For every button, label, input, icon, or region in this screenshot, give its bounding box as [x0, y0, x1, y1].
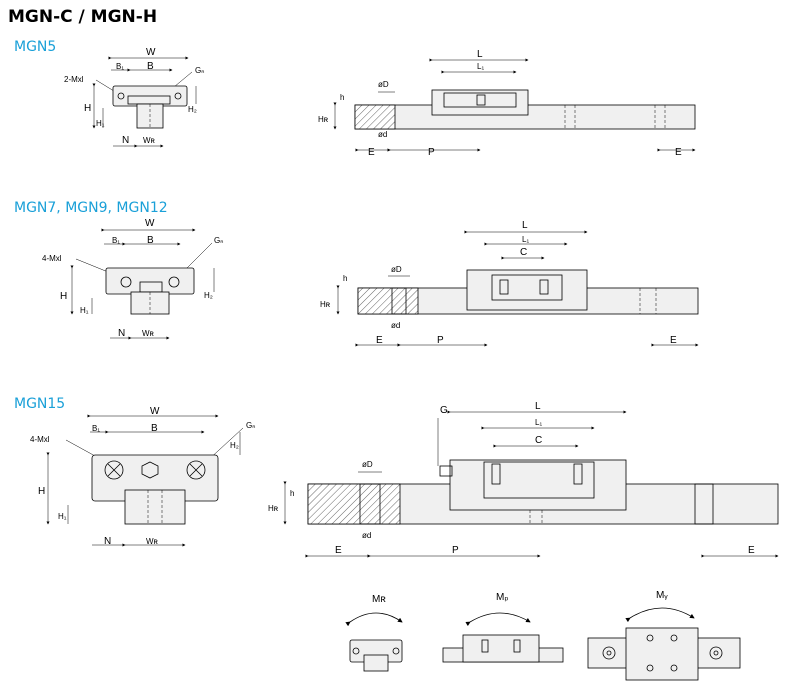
label-e-right: E	[670, 335, 677, 346]
label-d-large: øD	[391, 265, 402, 274]
label-mr: Mʀ	[372, 594, 386, 605]
mgn15-side-view: L L₁ C G øD ød Hʀ h E P E	[268, 401, 779, 558]
label-w: W	[150, 406, 160, 417]
label-e-right: E	[748, 545, 755, 556]
label-hr: Hʀ	[268, 504, 279, 513]
label-gn: Gₙ	[246, 421, 255, 430]
label-d-large: øD	[362, 460, 373, 469]
page-title: MGN-C / MGN-H	[8, 7, 157, 27]
mgn5-front-view: W B₁ B Gₙ 2-Mxl H H₁ H₂ N Wʀ	[64, 47, 204, 148]
mgn7-front-view: W B₁ B Gₙ 4-Mxl H H₁ H₂ N Wʀ	[42, 218, 223, 340]
label-n: N	[122, 135, 129, 146]
label-b: B	[147, 61, 154, 72]
label-c: C	[520, 247, 527, 258]
label-h: H	[84, 103, 91, 114]
label-my: Mᵧ	[656, 590, 668, 601]
label-c: C	[535, 435, 542, 446]
label-h1: H₁	[96, 119, 105, 128]
label-e-right: E	[675, 147, 682, 158]
label-b1: B₁	[92, 424, 100, 433]
label-hr: Hʀ	[318, 115, 329, 124]
label-h: H	[38, 486, 45, 497]
label-p: P	[437, 335, 444, 346]
label-gn: Gₙ	[195, 66, 204, 75]
moment-mp-figure: Mₚ	[442, 592, 564, 663]
label-4-mxl: 4-Mxl	[30, 435, 50, 444]
label-h-small: h	[343, 274, 347, 283]
label-b: B	[151, 423, 158, 434]
section-title-mgn15: MGN15	[14, 396, 65, 412]
label-h-small: h	[340, 93, 344, 102]
mgn5-side-view: L L₁ øD ød Hʀ h E P E	[318, 49, 696, 158]
label-b1: B₁	[112, 236, 120, 245]
mgn15-front-view: W B₁ B Gₙ 4-Mxl H H₁ H₂ N Wʀ	[30, 406, 255, 547]
label-p: P	[452, 545, 459, 556]
section-title-mgn7-9-12: MGN7, MGN9, MGN12	[14, 200, 168, 216]
label-w: W	[146, 47, 156, 58]
label-d-small: ød	[378, 130, 387, 139]
label-l: L	[522, 220, 528, 231]
label-2-mxl: 2-Mxl	[64, 75, 84, 84]
label-w: W	[145, 218, 155, 229]
label-h: H	[60, 291, 67, 302]
label-n: N	[118, 328, 125, 339]
label-hr: Hʀ	[320, 300, 331, 309]
label-g: G	[440, 405, 448, 416]
label-gn: Gₙ	[214, 236, 223, 245]
label-n: N	[104, 536, 111, 547]
label-l1: L₁	[535, 418, 542, 427]
label-wr: Wʀ	[146, 537, 159, 546]
label-d-small: ød	[362, 531, 371, 540]
label-wr: Wʀ	[143, 136, 156, 145]
label-mp: Mₚ	[496, 592, 509, 603]
label-e: E	[335, 545, 342, 556]
label-h2: H₂	[204, 291, 213, 300]
moment-my-figure: Mᵧ	[587, 590, 741, 681]
label-d-large: øD	[378, 80, 389, 89]
label-b: B	[147, 235, 154, 246]
label-l: L	[535, 401, 541, 412]
mgn7-side-view: L L₁ C øD ød Hʀ h E P E	[320, 220, 699, 347]
label-p: P	[428, 147, 435, 158]
label-h-small: h	[290, 489, 294, 498]
moment-mr-figure: Mʀ	[345, 594, 403, 672]
label-h1: H₁	[80, 306, 89, 315]
label-l1: L₁	[522, 235, 529, 244]
section-title-mgn5: MGN5	[14, 39, 56, 55]
label-h1: H₁	[58, 512, 67, 521]
label-wr: Wʀ	[142, 329, 155, 338]
label-4-mxl: 4-Mxl	[42, 254, 62, 263]
label-e: E	[368, 147, 375, 158]
label-h2: H₂	[230, 441, 239, 450]
label-l: L	[477, 49, 483, 60]
label-b1: B₁	[116, 62, 124, 71]
label-l1: L₁	[477, 62, 484, 71]
label-e: E	[376, 335, 383, 346]
label-h2: H₂	[188, 105, 197, 114]
label-d-small: ød	[391, 321, 400, 330]
